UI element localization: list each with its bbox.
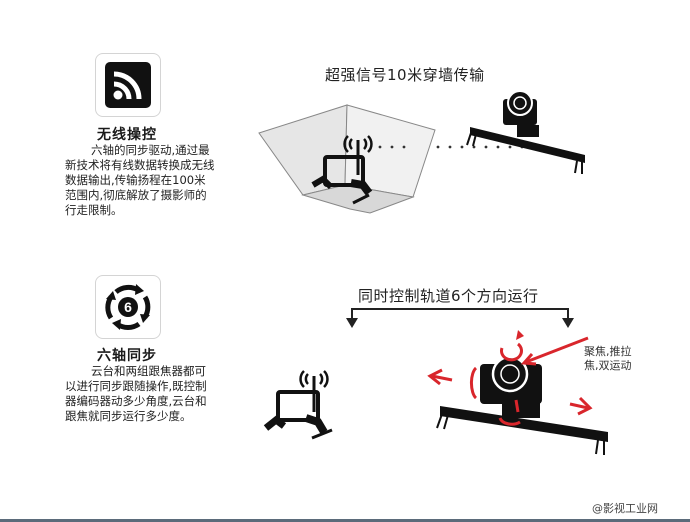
watermark: @影视工业网 [592, 502, 658, 515]
direction-bracket [346, 308, 574, 328]
feature-desc-wireless: 六轴的同步驱动,通过最新技术将有线数据转换成无线数据输出,传输扬程在100米范围… [65, 143, 215, 218]
signal-caption: 超强信号10米穿墙传输 [325, 66, 485, 84]
feature-desc-six-axis: 云台和两组跟焦器都可以进行同步跟随操作,既控制器编码器动多少角度,云台和跟焦就同… [65, 364, 215, 424]
feature-title-wireless: 无线操控 [97, 127, 157, 143]
focus-note-line2: 焦,双运动 [584, 359, 632, 372]
six-axis-icon-tile: 6 [95, 275, 161, 339]
signal-dots [378, 145, 524, 149]
pan-rotate-arrow [469, 366, 478, 400]
feature-title-six-axis: 六轴同步 [97, 348, 157, 364]
right-arrow [569, 402, 589, 410]
wireless-controller-icon [311, 135, 373, 205]
focus-note-line1: 聚焦,推拉 [584, 345, 632, 358]
six-label: 6 [124, 299, 132, 315]
six-direction-caption: 同时控制轨道6个方向运行 [358, 287, 539, 305]
roll-rotate-arrow [498, 417, 521, 426]
focus-pointer-arrow [525, 336, 589, 364]
wall-transmission-illustration [258, 90, 585, 214]
gimbal-head [480, 355, 542, 418]
six-axis-rotation-icon: 6 [105, 284, 151, 330]
six-direction-slider-illustration [427, 330, 608, 455]
slider-rail [436, 406, 608, 455]
bottom-border [0, 519, 690, 522]
remote-controller-icon [263, 370, 333, 440]
slider-gimbal-icon [466, 90, 585, 174]
tilt-rotate-arrow [500, 342, 523, 362]
left-arrow [431, 374, 453, 382]
wireless-icon-tile [95, 53, 161, 117]
focus-note: 聚焦,推拉 焦,双运动 [584, 345, 632, 373]
feature-desc-wireless-text: 六轴的同步驱动,通过最新技术将有线数据转换成无线数据输出,传输扬程在100米范围… [65, 143, 215, 217]
red-motion-arrows [427, 336, 593, 426]
feature-desc-six-axis-text: 云台和两组跟焦器都可以进行同步跟随操作,既控制器编码器动多少角度,云台和跟焦就同… [65, 364, 207, 423]
wifi-signal-icon [105, 62, 151, 108]
